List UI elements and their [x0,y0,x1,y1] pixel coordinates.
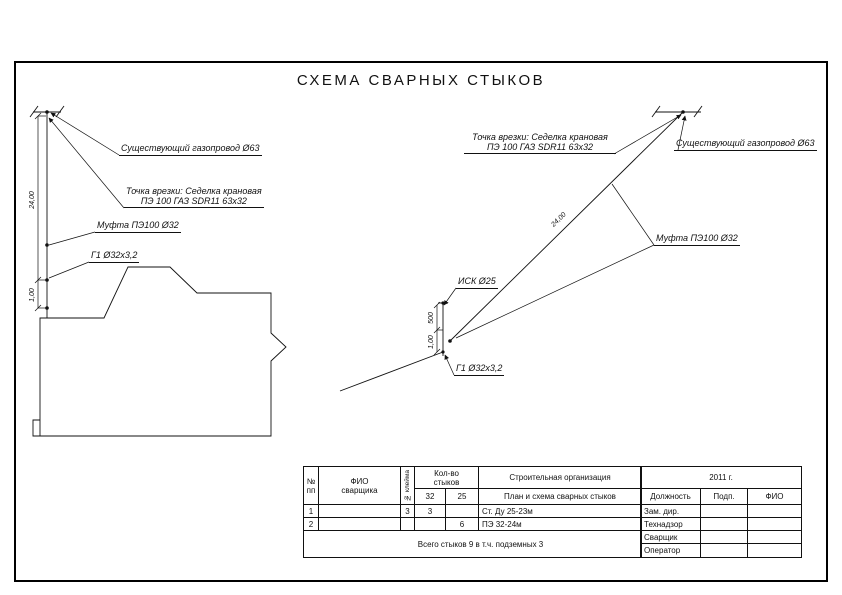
fio-cell [748,518,801,531]
isk-label: ИСК Ø25 [456,276,498,289]
drawing-title: СХЕМА СВАРНЫХ СТЫКОВ [296,72,546,89]
position-tech-supervisor: Технадзор [641,518,701,531]
col-header-organization: Строительная организация [479,467,641,489]
signature-cell [701,518,748,531]
drawing-frame [14,61,828,582]
fio-cell [748,505,801,518]
col-header-fio: ФИО [748,489,801,505]
subcol-32: 32 [415,489,446,505]
position-operator: Оператор [641,544,701,557]
tap-point-label-right: Точка врезки: Седелка крановая ПЭ 100 ГА… [464,132,616,154]
col-header-joint-count: Кол-во стыков [415,467,479,489]
row1-q32: 3 [415,505,446,518]
row1-desc: Ст. Ду 25-23м [479,505,641,518]
row2-q25: 6 [446,518,479,531]
signature-cell [701,505,748,518]
col-header-position: Должность [641,489,701,505]
tap-point-line2: ПЭ 100 ГАЗ SDR11 63х32 [140,195,247,206]
col-header-stamp: № клейма [401,467,415,505]
year-label: 2011 г. [641,467,801,489]
col-header-number: № пп [304,467,319,505]
position-deputy-director: Зам. дир. [641,505,701,518]
tap-point-line1: Точка врезки: Седелка крановая [126,186,262,196]
existing-pipeline-label-right: Существующий газопровод Ø63 [674,138,817,151]
row2-stamp [401,518,415,531]
tap-point-line1: Точка врезки: Седелка крановая [472,132,608,142]
col-header-signature: Подп. [701,489,748,505]
fio-cell [748,531,801,544]
row1-number: 1 [304,505,319,518]
row1-welder [319,505,401,518]
fio-cell [748,544,801,557]
existing-pipeline-label-left: Существующий газопровод Ø63 [119,143,262,156]
row2-desc: ПЭ 32-24м [479,518,641,531]
plan-title: План и схема сварных стыков [479,489,641,505]
total-joints: Всего стыков 9 в т.ч. подземных 3 [417,539,544,549]
col-header-welder-name: ФИО сварщика [319,467,401,505]
signature-cell [701,544,748,557]
row2-welder [319,518,401,531]
row1-stamp: 3 [401,505,415,518]
pipe-g1-label-right: Г1 Ø32х3,2 [454,363,505,376]
signatures-table: 2011 г. Должность Подп. ФИО Зам. дир. Те… [640,466,802,558]
signature-cell [701,531,748,544]
coupling-label-left: Муфта ПЭ100 Ø32 [95,220,181,233]
subcol-25: 25 [446,489,479,505]
pipe-g1-label-left: Г1 Ø32х3,2 [89,250,140,263]
row2-q32 [415,518,446,531]
row2-number: 2 [304,518,319,531]
position-welder: Сварщик [641,531,701,544]
welder-table: № пп ФИО сварщика № клейма Кол-во стыков… [303,466,642,558]
row1-q25 [446,505,479,518]
tap-point-line2: ПЭ 100 ГАЗ SDR11 63х32 [487,141,593,152]
tap-point-label-left: Точка врезки: Седелка крановая ПЭ 100 ГА… [124,186,264,208]
coupling-label-right: Муфта ПЭ100 Ø32 [654,233,740,246]
